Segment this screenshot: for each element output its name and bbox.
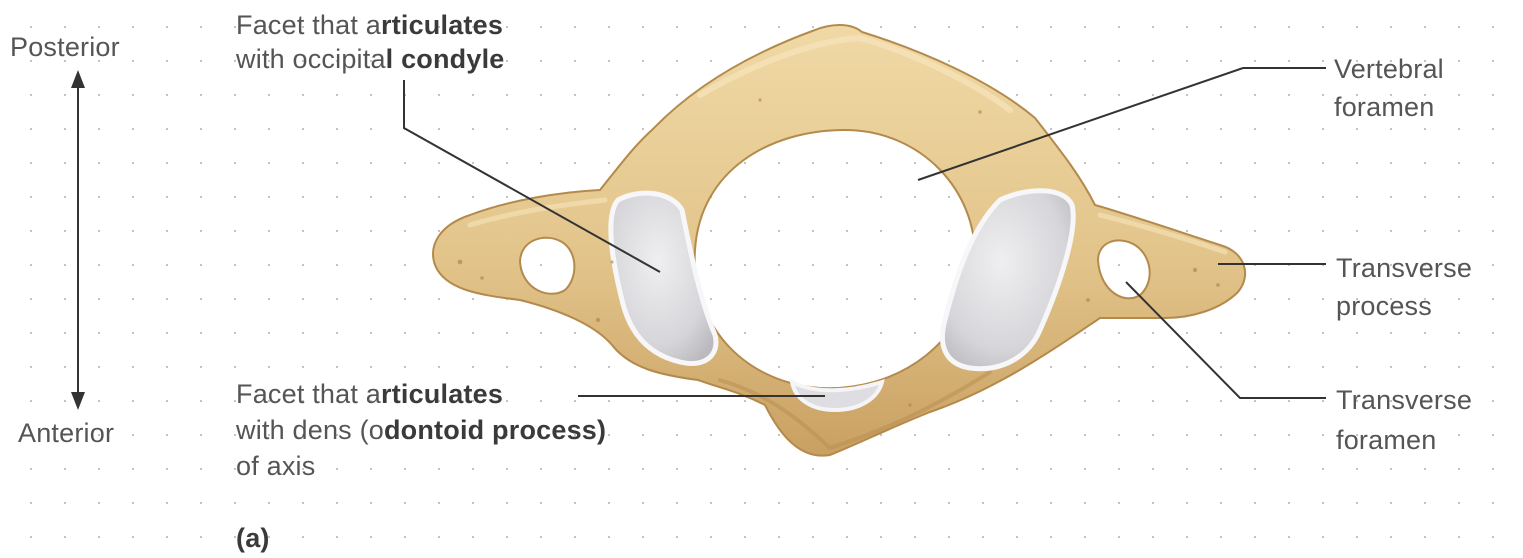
label-text-bold: dontoid process)	[384, 415, 606, 445]
label-transverse-foramen-line2: foramen	[1336, 420, 1472, 460]
label-text: with occipita	[236, 44, 386, 74]
label-facet-occipital-line2: with occipital condyle	[236, 42, 505, 76]
label-transverse-process: Transverse process	[1336, 249, 1472, 325]
label-facet-dens-line3: of axis	[236, 448, 606, 484]
label-text: with dens (o	[236, 415, 384, 445]
label-transverse-foramen-line1: Transverse	[1336, 380, 1472, 420]
orientation-arrow	[71, 70, 85, 410]
label-transverse-process-line2: process	[1336, 287, 1472, 325]
label-facet-occipital-condyle: Facet that articulates with occipital co…	[236, 8, 505, 76]
label-vertebral-foramen-line2: foramen	[1334, 88, 1444, 126]
label-text-bold: rticulates	[381, 379, 503, 409]
panel-label: (a)	[236, 521, 270, 555]
label-facet-dens: Facet that articulates with dens (odonto…	[236, 376, 606, 484]
label-facet-dens-line2: with dens (odontoid process)	[236, 412, 606, 448]
label-facet-occipital-line1: Facet that articulates	[236, 8, 505, 42]
anterior-label: Anterior	[18, 416, 114, 450]
label-text: Facet that a	[236, 10, 381, 40]
label-vertebral-foramen: Vertebral foramen	[1334, 50, 1444, 126]
label-vertebral-foramen-line1: Vertebral	[1334, 50, 1444, 88]
label-text-bold: rticulates	[381, 10, 503, 40]
label-text: Facet that a	[236, 379, 381, 409]
label-transverse-process-line1: Transverse	[1336, 249, 1472, 287]
label-transverse-foramen: Transverse foramen	[1336, 380, 1472, 460]
posterior-label: Posterior	[10, 30, 120, 64]
label-text-bold: l condyle	[386, 44, 505, 74]
label-facet-dens-line1: Facet that articulates	[236, 376, 606, 412]
